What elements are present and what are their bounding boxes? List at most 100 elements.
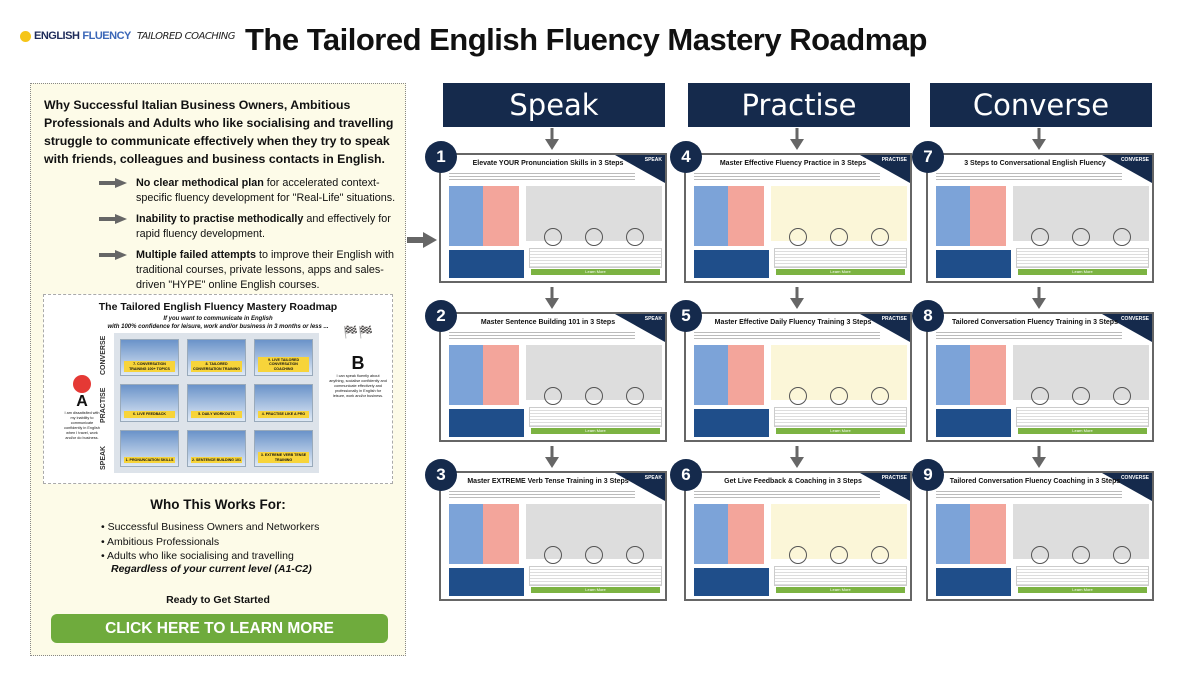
- arrow-down-icon: [545, 446, 559, 468]
- roadmap-tile: 6. LIVE FEEDBACK: [120, 384, 179, 422]
- card-intro: [936, 171, 1122, 181]
- common-struggles-box: [483, 186, 519, 246]
- proven-results-box: [936, 504, 970, 564]
- list-item: Ambitious Professionals: [101, 535, 319, 550]
- arrow-down-icon: [545, 287, 559, 309]
- card-note: [529, 248, 662, 268]
- roadmap-tile: 9. LIVE TAILORED CONVERSATION COACHING: [254, 339, 313, 377]
- card-note: [774, 407, 907, 427]
- card-note: [1016, 566, 1149, 586]
- benefits-box: [694, 568, 769, 596]
- common-struggles-box: [728, 186, 764, 246]
- learn-more-button[interactable]: CLICK HERE TO LEARN MORE: [51, 614, 388, 643]
- proven-results-box: [449, 504, 483, 564]
- step-card[interactable]: SPEAK Master EXTREME Verb Tense Training…: [439, 471, 667, 601]
- map-pin-icon: [73, 375, 91, 393]
- card-title: 3 Steps to Conversational English Fluenc…: [964, 160, 1106, 167]
- step-icon: [789, 387, 807, 405]
- card-intro: [449, 489, 635, 499]
- logo: ENGLISH FLUENCY TAILORED COACHING: [20, 30, 236, 42]
- step-number-badge: 9: [912, 459, 944, 491]
- struggle-point: No clear methodical plan for accelerated…: [99, 176, 399, 206]
- card-learn-more-button[interactable]: Learn More: [1018, 587, 1147, 593]
- common-struggles-box: [728, 504, 764, 564]
- step-number-badge: 3: [425, 459, 457, 491]
- point-b-text: I can speak fluently about anything, soc…: [329, 374, 387, 398]
- card-tag: PRACTISE: [881, 475, 907, 481]
- struggle-point: Inability to practise methodically and e…: [99, 212, 399, 242]
- step-icon: [830, 546, 848, 564]
- step-icon: [626, 387, 644, 405]
- step-icon: [1031, 387, 1049, 405]
- step-card[interactable]: SPEAK Elevate YOUR Pronunciation Skills …: [439, 153, 667, 283]
- card-note: [774, 248, 907, 268]
- who-list: Successful Business Owners and Networker…: [101, 520, 319, 564]
- card-title: Master Effective Daily Fluency Training …: [714, 319, 872, 326]
- step-card[interactable]: CONVERSE Tailored Conversation Fluency T…: [926, 312, 1154, 442]
- card-learn-more-button[interactable]: Learn More: [1018, 269, 1147, 275]
- steps-box: [1013, 504, 1149, 564]
- common-struggles-box: [483, 504, 519, 564]
- step-card[interactable]: SPEAK Master Sentence Building 101 in 3 …: [439, 312, 667, 442]
- card-learn-more-button[interactable]: Learn More: [776, 269, 905, 275]
- list-item: Successful Business Owners and Networker…: [101, 520, 320, 535]
- step-icon: [830, 387, 848, 405]
- card-intro: [936, 330, 1122, 340]
- card-intro: [694, 171, 880, 181]
- steps-box: [1013, 345, 1149, 405]
- proven-results-box: [936, 186, 970, 246]
- lightbulb-icon: [20, 30, 31, 42]
- card-tag: PRACTISE: [881, 157, 907, 163]
- step-number-badge: 1: [425, 141, 457, 173]
- benefits-box: [936, 409, 1011, 437]
- proven-results-box: [449, 186, 483, 246]
- card-learn-more-button[interactable]: Learn More: [531, 269, 660, 275]
- tile-label: 1. PRONUNCIATION SKILLS: [124, 456, 175, 463]
- roadmap-tile: 3. EXTREME VERB TENSE TRAINING: [254, 429, 313, 467]
- card-learn-more-button[interactable]: Learn More: [776, 428, 905, 434]
- point-a-label: A: [76, 393, 88, 410]
- arrow-right-icon: [407, 232, 437, 248]
- step-icon: [1113, 228, 1131, 246]
- level-note: Regardless of your current level (A1-C2): [111, 563, 312, 575]
- point-bold: Inability to practise methodically: [136, 213, 304, 225]
- step-card[interactable]: CONVERSE Tailored Conversation Fluency C…: [926, 471, 1154, 601]
- checkered-flags-icon: 🏁🏁: [343, 325, 373, 339]
- step-icon: [585, 228, 603, 246]
- card-title: Master Sentence Building 101 in 3 Steps: [480, 319, 616, 326]
- step-number-badge: 4: [670, 141, 702, 173]
- card-title: Tailored Conversation Fluency Training i…: [952, 319, 1118, 326]
- step-icon: [1072, 546, 1090, 564]
- column-header-speak: Speak: [443, 83, 665, 127]
- card-learn-more-button[interactable]: Learn More: [531, 428, 660, 434]
- step-icon: [1072, 387, 1090, 405]
- step-icon: [1072, 228, 1090, 246]
- step-icon: [626, 228, 644, 246]
- card-learn-more-button[interactable]: Learn More: [531, 587, 660, 593]
- step-icon: [1031, 546, 1049, 564]
- subtitle-line: If you want to communicate in English: [163, 316, 273, 322]
- benefits-box: [936, 568, 1011, 596]
- arrow-down-icon: [1032, 287, 1046, 309]
- step-card[interactable]: PRACTISE Get Live Feedback & Coaching in…: [684, 471, 912, 601]
- roadmap-tile: 4. PRACTISE LIKE A PRO: [254, 384, 313, 422]
- step-card[interactable]: PRACTISE Master Effective Fluency Practi…: [684, 153, 912, 283]
- step-icon: [1113, 387, 1131, 405]
- roadmap-tile: 5. DAILY WORKOUTS: [187, 384, 246, 422]
- step-icon: [585, 387, 603, 405]
- tile-label: 5. DAILY WORKOUTS: [191, 411, 242, 418]
- card-note: [1016, 407, 1149, 427]
- row-label: CONVERSE: [100, 335, 107, 375]
- mini-roadmap: The Tailored English Fluency Mastery Roa…: [43, 294, 393, 484]
- card-intro: [694, 489, 880, 499]
- arrow-down-icon: [790, 128, 804, 150]
- card-learn-more-button[interactable]: Learn More: [1018, 428, 1147, 434]
- point-bold: No clear methodical plan: [136, 177, 264, 189]
- card-learn-more-button[interactable]: Learn More: [776, 587, 905, 593]
- step-card[interactable]: PRACTISE Master Effective Daily Fluency …: [684, 312, 912, 442]
- logo-part: ENGLISH: [34, 30, 80, 42]
- step-card[interactable]: CONVERSE 3 Steps to Conversational Engli…: [926, 153, 1154, 283]
